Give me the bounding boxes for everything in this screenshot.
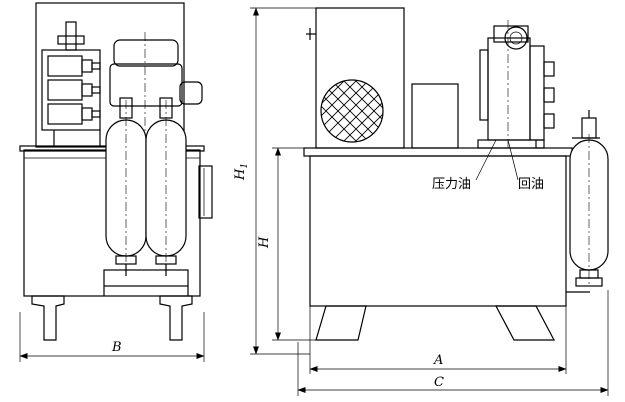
- side-view: B: [19, 2, 213, 362]
- dimension-c-label: C: [434, 375, 444, 390]
- return-oil-label: 回油: [518, 177, 544, 192]
- front-view: 压力油 回油 H1 H A C: [233, 7, 609, 396]
- dimension-a-label: A: [433, 353, 443, 368]
- dimension-h1-label: H1: [233, 163, 250, 181]
- pressure-oil-label: 压力油: [432, 177, 471, 192]
- dimension-b-label: B: [111, 340, 122, 355]
- dimension-h-label: H: [257, 236, 272, 249]
